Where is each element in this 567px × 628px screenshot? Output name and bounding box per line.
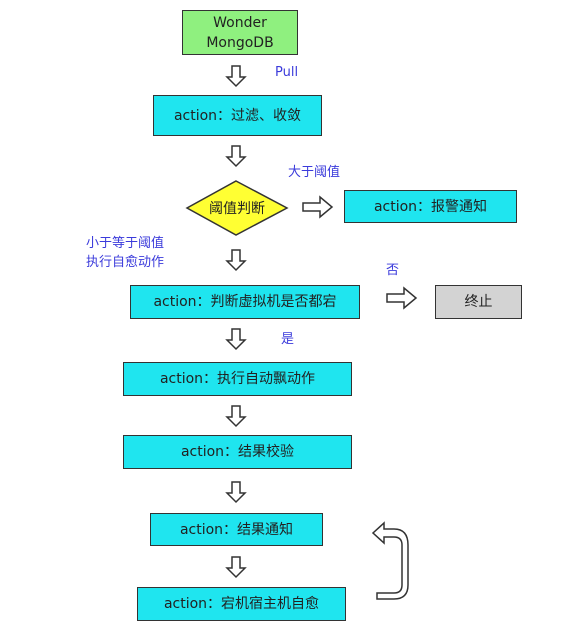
less-equal-threshold-label: 小于等于阈值 bbox=[86, 236, 165, 251]
drift-action-node: action：执行自动飘动作 bbox=[123, 362, 352, 396]
arrow-down-7 bbox=[225, 556, 247, 579]
alert-action-node: action：报警通知 bbox=[344, 190, 517, 223]
pull-label: Pull bbox=[275, 65, 299, 80]
stop-node: 终止 bbox=[435, 285, 522, 319]
yes-label: 是 bbox=[281, 332, 295, 347]
arrow-down-3 bbox=[225, 249, 247, 272]
no-label: 否 bbox=[386, 263, 400, 278]
source-node: Wonder MongoDB bbox=[182, 10, 298, 55]
loop-back-arrow bbox=[371, 521, 409, 600]
arrow-down-2 bbox=[225, 145, 247, 168]
threshold-decision-label: 阈值判断 bbox=[209, 201, 265, 217]
arrow-right-stop bbox=[386, 286, 418, 310]
execute-self-heal-label: 执行自愈动作 bbox=[86, 255, 165, 270]
threshold-decision-diamond bbox=[185, 180, 289, 236]
arrow-down-4 bbox=[225, 328, 247, 351]
arrow-right-alert bbox=[302, 195, 334, 219]
greater-than-threshold-label: 大于阈值 bbox=[288, 165, 341, 180]
check-vm-action-node: action：判断虚拟机是否都宕 bbox=[130, 285, 360, 319]
filter-action-node: action：过滤、收敛 bbox=[153, 95, 322, 136]
arrow-down-5 bbox=[225, 405, 247, 428]
notify-action-node: action：结果通知 bbox=[150, 513, 323, 546]
verify-action-node: action：结果校验 bbox=[123, 435, 352, 469]
arrow-down-1 bbox=[225, 65, 247, 88]
arrow-down-6 bbox=[225, 481, 247, 504]
heal-action-node: action：宕机宿主机自愈 bbox=[137, 587, 346, 621]
